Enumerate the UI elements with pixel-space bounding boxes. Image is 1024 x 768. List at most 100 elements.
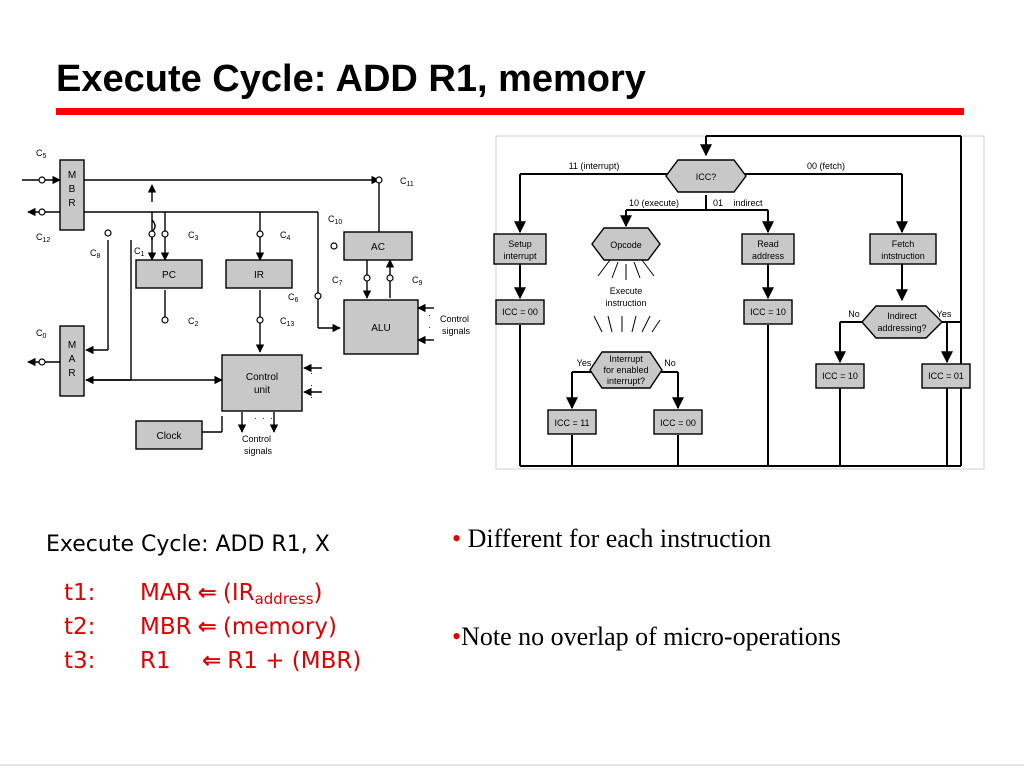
mar-letter-3: R bbox=[68, 368, 75, 379]
control-unit-label-line1: Control bbox=[246, 372, 278, 383]
branch-indirect-number: 01 bbox=[713, 198, 723, 208]
dot-mark: · bbox=[270, 413, 273, 423]
cp-c3: C3 bbox=[188, 230, 199, 242]
title-underline bbox=[56, 108, 964, 115]
cp-c7: C7 bbox=[332, 275, 343, 287]
step-source: (memory) bbox=[222, 614, 337, 640]
rtl-step-t2: t2: MBR⇐(memory) bbox=[64, 614, 337, 640]
left-arrow-icon: ⇐ bbox=[197, 580, 217, 606]
icc-10-b-label: ICC = 10 bbox=[822, 371, 858, 381]
dot-mark: · bbox=[428, 310, 431, 320]
dot-mark: · bbox=[254, 413, 257, 423]
step-source-suffix: ) bbox=[313, 580, 323, 606]
step-dest: MAR bbox=[140, 580, 192, 606]
bullet-text: Note no overlap of micro-operations bbox=[461, 622, 841, 651]
cp-c8: C8 bbox=[90, 248, 101, 260]
control-signals-bottom-line1: Control bbox=[242, 434, 271, 444]
cp-c0: C0 bbox=[36, 328, 47, 340]
interrupt-no-label: No bbox=[664, 358, 676, 368]
mbr-letter-1: M bbox=[68, 170, 76, 181]
indirect-no-label: No bbox=[848, 309, 860, 319]
execute-instruction-line1: Execute bbox=[610, 286, 643, 296]
interrupt-decision-line2: for enabled bbox=[603, 365, 648, 375]
control-signals-bottom-line2: signals bbox=[244, 446, 273, 456]
cp-c11: C11 bbox=[400, 176, 414, 188]
read-address-line2: address bbox=[752, 251, 785, 261]
icc-00-b-label: ICC = 00 bbox=[660, 418, 696, 428]
interrupt-decision-line1: Interrupt bbox=[609, 354, 643, 364]
step-source: (IR bbox=[222, 580, 255, 606]
bullet-different-for-each: • Different for each instruction bbox=[452, 524, 771, 554]
pc-register-label: PC bbox=[162, 270, 176, 281]
dot-mark: · bbox=[428, 322, 431, 332]
dot-mark: · bbox=[310, 392, 313, 402]
branch-indirect-label: indirect bbox=[733, 198, 763, 208]
rtl-step-t3: t3: R1 ⇐R1 + (MBR) bbox=[64, 648, 361, 674]
control-signals-right-line2: signals bbox=[442, 326, 471, 336]
setup-interrupt-line1: Setup bbox=[508, 239, 532, 249]
cp-c6: C6 bbox=[288, 292, 299, 304]
dot-mark: · bbox=[310, 380, 313, 390]
mbr-letter-3: R bbox=[68, 198, 75, 209]
control-signals-right-line1: Control bbox=[440, 314, 469, 324]
clock-label: Clock bbox=[156, 431, 182, 442]
icc-10-a-label: ICC = 10 bbox=[750, 307, 786, 317]
cp-c10: C10 bbox=[328, 214, 342, 226]
cp-c13: C13 bbox=[280, 316, 294, 328]
ac-register-label: AC bbox=[371, 242, 385, 253]
control-unit-label-line2: unit bbox=[254, 385, 270, 396]
instruction-cycle-flowchart: ICC? 11 (interrupt) 00 (fetch) 10 (execu… bbox=[493, 135, 985, 470]
icc-00-a-label: ICC = 00 bbox=[502, 307, 538, 317]
interrupt-yes-label: Yes bbox=[577, 358, 592, 368]
icc-11-label: ICC = 11 bbox=[554, 418, 589, 428]
cp-c5: C5 bbox=[36, 148, 47, 160]
dot-mark: · bbox=[262, 413, 265, 423]
step-label: t3: bbox=[64, 648, 96, 674]
footer-divider bbox=[0, 764, 1024, 766]
rtl-heading: Execute Cycle: ADD R1, X bbox=[46, 532, 330, 557]
branch-execute-label: 10 (execute) bbox=[629, 198, 679, 208]
step-label: t2: bbox=[64, 614, 96, 640]
step-source-subscript: address bbox=[254, 590, 314, 608]
cp-c4: C4 bbox=[280, 230, 291, 242]
read-address-line1: Read bbox=[757, 239, 779, 249]
left-arrow-icon: ⇐ bbox=[197, 614, 217, 640]
icc-decision-label: ICC? bbox=[696, 172, 717, 182]
icc-01-label: ICC = 01 bbox=[928, 371, 964, 381]
icc-decision-shape bbox=[665, 159, 747, 193]
execute-rays bbox=[593, 259, 661, 333]
mar-letter-1: M bbox=[68, 340, 76, 351]
step-dest: MBR bbox=[140, 614, 192, 640]
setup-interrupt-line2: interrupt bbox=[503, 251, 537, 261]
opcode-label: Opcode bbox=[610, 240, 642, 250]
cp-c2: C2 bbox=[188, 316, 199, 328]
bullet-text: Different for each instruction bbox=[461, 524, 772, 553]
branch-interrupt-label: 11 (interrupt) bbox=[569, 161, 620, 171]
interrupt-decision-line3: interrupt? bbox=[607, 376, 645, 386]
fetch-instruction-line1: Fetch bbox=[892, 239, 915, 249]
cpu-datapath-diagram: M B R M A R PC IR AC ALU Control unit Cl… bbox=[22, 148, 471, 456]
fetch-instruction-line2: intstruction bbox=[881, 251, 925, 261]
dot-mark: · bbox=[310, 368, 313, 378]
step-source: R1 + (MBR) bbox=[227, 648, 362, 674]
slide-title: Execute Cycle: ADD R1, memory bbox=[56, 58, 646, 100]
cp-c1: C1 bbox=[134, 246, 145, 258]
cp-c12: C12 bbox=[36, 232, 50, 244]
execute-instruction-line2: instruction bbox=[605, 298, 646, 308]
alu-label: ALU bbox=[371, 323, 390, 334]
left-arrow-icon: ⇐ bbox=[202, 648, 222, 674]
step-dest: R1 bbox=[140, 648, 171, 674]
mar-letter-2: A bbox=[69, 354, 76, 365]
dot-mark: · bbox=[428, 334, 431, 344]
cp-c9: C9 bbox=[412, 275, 423, 287]
bullet-marker: • bbox=[452, 622, 462, 651]
bullet-no-overlap: •Note no overlap of micro-operations bbox=[452, 622, 841, 652]
branch-fetch-label: 00 (fetch) bbox=[807, 161, 845, 171]
ir-register-label: IR bbox=[254, 270, 264, 281]
indirect-addressing-line1: Indirect bbox=[887, 311, 917, 321]
bullet-marker: • bbox=[452, 524, 462, 553]
rtl-step-t1: t1: MAR⇐(IRaddress) bbox=[64, 580, 323, 608]
step-label: t1: bbox=[64, 580, 96, 606]
mbr-letter-2: B bbox=[69, 184, 76, 195]
indirect-yes-label: Yes bbox=[937, 309, 952, 319]
